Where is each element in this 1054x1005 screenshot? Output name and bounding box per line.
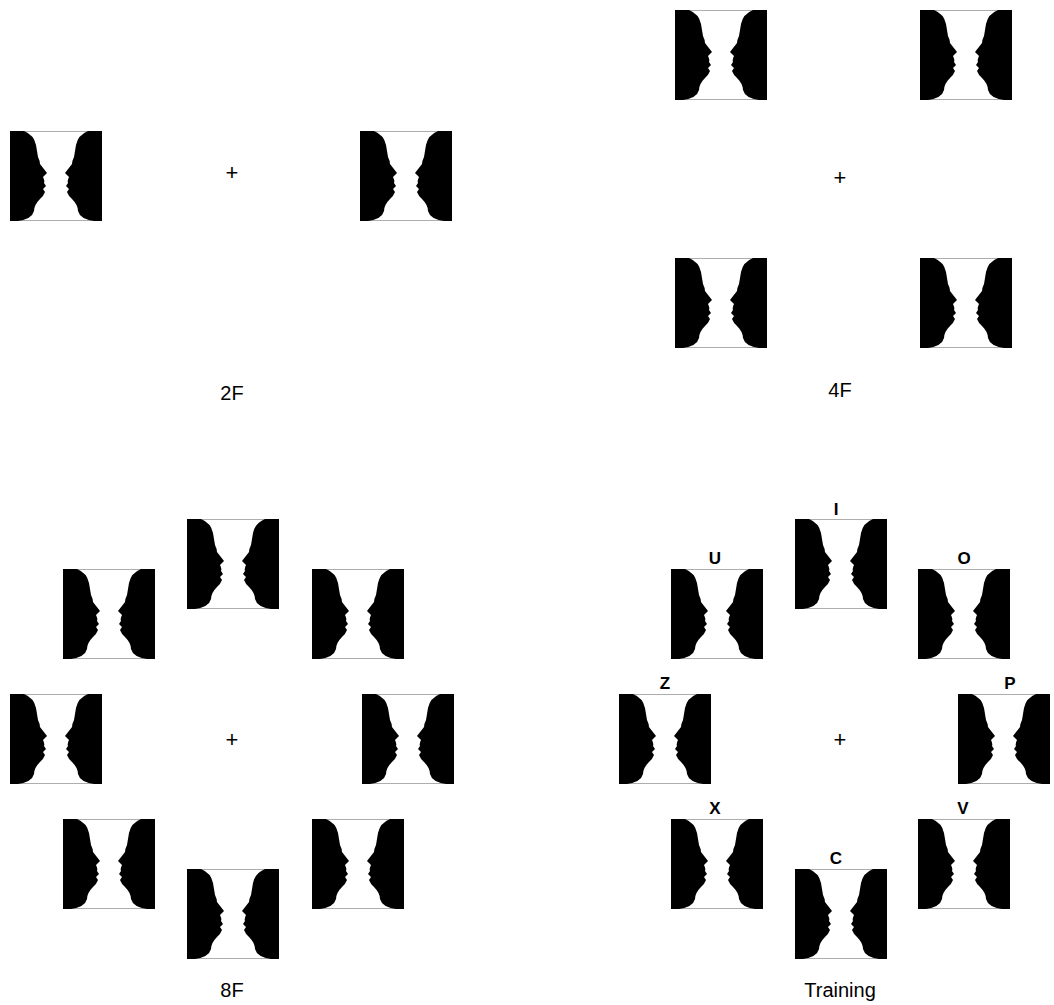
key-letter: V bbox=[957, 800, 968, 817]
fixation-cross: + bbox=[834, 729, 847, 751]
condition-label: Training bbox=[804, 980, 876, 1000]
key-letter: Z bbox=[660, 675, 670, 692]
fixation-cross: + bbox=[834, 167, 847, 189]
condition-label: 8F bbox=[220, 980, 243, 1000]
fixation-cross: + bbox=[226, 162, 239, 184]
key-letter: C bbox=[830, 850, 842, 867]
key-letter: U bbox=[709, 550, 721, 567]
key-letter: O bbox=[957, 550, 970, 567]
key-letter: P bbox=[1004, 675, 1015, 692]
condition-label: 2F bbox=[220, 383, 243, 403]
condition-label: 4F bbox=[828, 380, 851, 400]
fixation-cross: + bbox=[226, 729, 239, 751]
key-letter: I bbox=[834, 501, 839, 518]
key-letter: X bbox=[709, 800, 720, 817]
